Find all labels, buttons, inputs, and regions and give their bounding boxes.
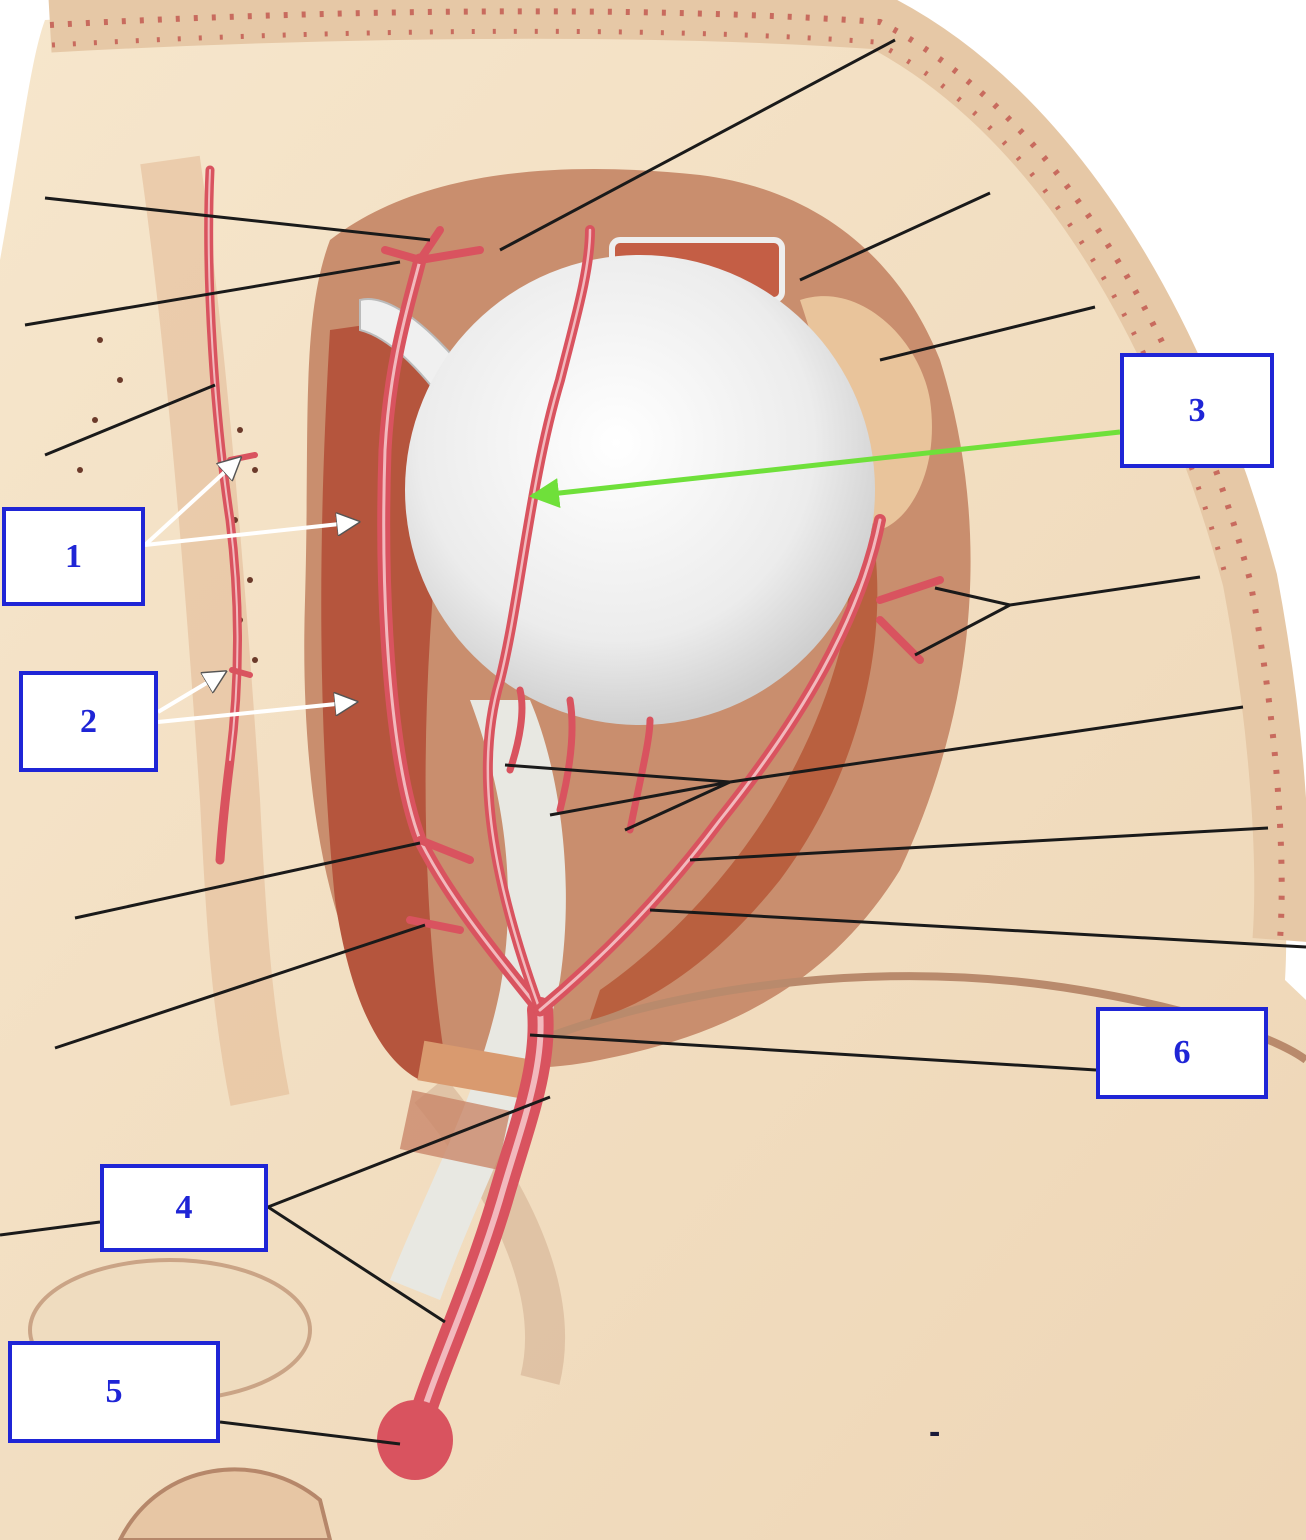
- leader-lines: [0, 38, 1306, 1446]
- label-5: 5: [8, 1341, 220, 1443]
- label-2: 2: [19, 671, 158, 772]
- label-3: 3: [1120, 353, 1274, 468]
- ophthalmic-artery-branches: [204, 165, 944, 1480]
- green-arrow: [529, 429, 1121, 508]
- white-arrows: [143, 458, 358, 724]
- label-1: 1: [2, 507, 145, 606]
- eyeball: [405, 255, 875, 725]
- label-4: 4: [100, 1164, 268, 1252]
- label-6: 6: [1096, 1007, 1268, 1099]
- stray-mark: -: [929, 1413, 941, 1451]
